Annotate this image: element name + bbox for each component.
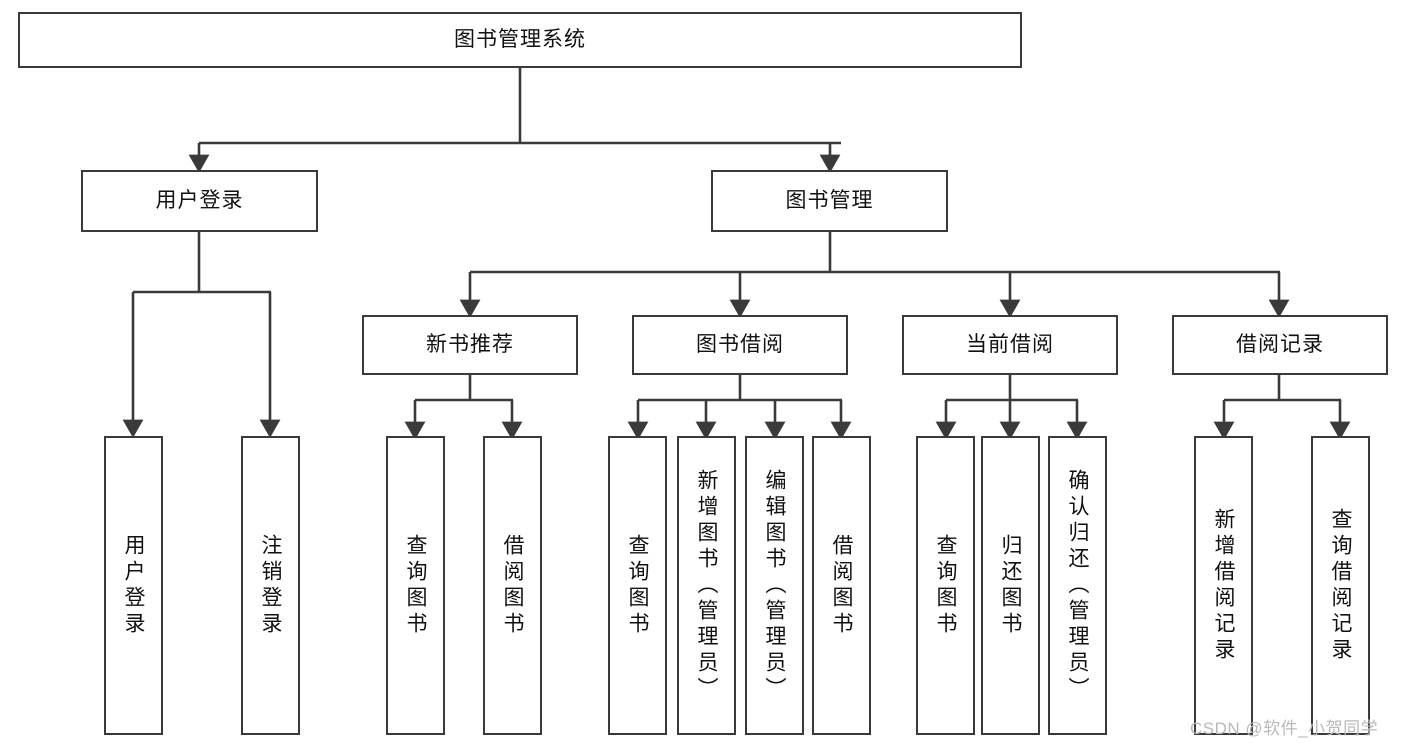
node-new-book-recommend-label: 新书推荐 — [426, 333, 514, 357]
node-leaf-borrow-book-1[interactable]: 借阅图书 — [483, 436, 542, 735]
node-leaf-query-book-2[interactable]: 查询图书 — [608, 436, 667, 735]
node-leaf-user-login-label: 用户登录 — [122, 533, 145, 638]
node-book-borrow-label: 图书借阅 — [696, 333, 784, 357]
node-new-book-recommend[interactable]: 新书推荐 — [362, 315, 578, 375]
node-leaf-user-logout-label: 注销登录 — [259, 533, 282, 638]
csdn-watermark: CSDN @软件_小贺同学 — [1190, 719, 1379, 738]
node-leaf-return-book[interactable]: 归还图书 — [981, 436, 1040, 735]
node-leaf-add-book-label: 新增图书（管理员） — [695, 468, 718, 703]
node-leaf-return-book-label: 归还图书 — [999, 533, 1022, 638]
node-root-label: 图书管理系统 — [454, 28, 586, 52]
node-leaf-query-book-1[interactable]: 查询图书 — [386, 436, 445, 735]
node-leaf-edit-book[interactable]: 编辑图书（管理员） — [745, 436, 804, 735]
node-leaf-query-book-1-label: 查询图书 — [404, 533, 427, 638]
node-leaf-query-book-3[interactable]: 查询图书 — [916, 436, 975, 735]
node-current-borrow[interactable]: 当前借阅 — [902, 315, 1118, 375]
node-leaf-query-record-label: 查询借阅记录 — [1329, 507, 1352, 664]
node-leaf-add-record[interactable]: 新增借阅记录 — [1194, 436, 1253, 735]
node-leaf-add-record-label: 新增借阅记录 — [1212, 507, 1235, 664]
node-borrow-record-label: 借阅记录 — [1236, 333, 1324, 357]
node-leaf-borrow-book-2-label: 借阅图书 — [830, 533, 853, 638]
node-leaf-query-book-2-label: 查询图书 — [626, 533, 649, 638]
node-leaf-user-logout[interactable]: 注销登录 — [241, 436, 300, 735]
node-leaf-borrow-book-1-label: 借阅图书 — [501, 533, 524, 638]
node-root[interactable]: 图书管理系统 — [18, 12, 1022, 68]
node-borrow-record[interactable]: 借阅记录 — [1172, 315, 1388, 375]
node-book-manage[interactable]: 图书管理 — [711, 170, 948, 232]
node-leaf-confirm-return-label: 确认归还（管理员） — [1066, 468, 1089, 703]
node-leaf-query-record[interactable]: 查询借阅记录 — [1311, 436, 1370, 735]
node-user-login-label: 用户登录 — [155, 189, 244, 213]
node-current-borrow-label: 当前借阅 — [966, 333, 1054, 357]
node-book-manage-label: 图书管理 — [785, 189, 874, 213]
node-leaf-add-book[interactable]: 新增图书（管理员） — [677, 436, 736, 735]
node-leaf-borrow-book-2[interactable]: 借阅图书 — [812, 436, 871, 735]
node-leaf-edit-book-label: 编辑图书（管理员） — [763, 468, 786, 703]
node-leaf-confirm-return[interactable]: 确认归还（管理员） — [1048, 436, 1107, 735]
node-leaf-user-login[interactable]: 用户登录 — [104, 436, 163, 735]
node-book-borrow[interactable]: 图书借阅 — [632, 315, 848, 375]
node-leaf-query-book-3-label: 查询图书 — [934, 533, 957, 638]
node-user-login[interactable]: 用户登录 — [81, 170, 318, 232]
